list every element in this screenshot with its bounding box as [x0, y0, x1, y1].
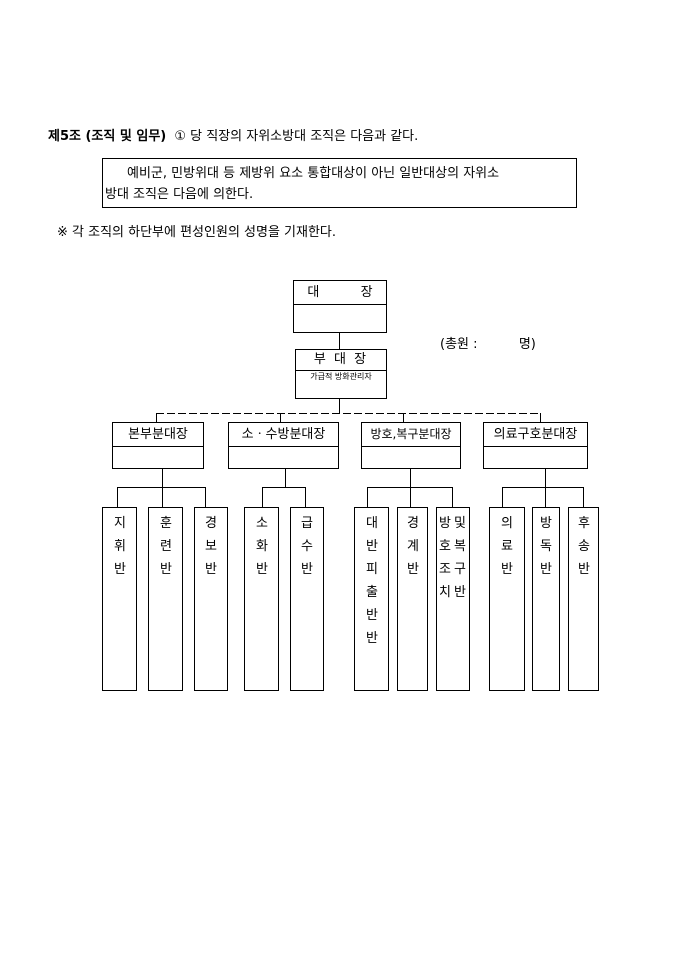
team-name-char: 독 [540, 539, 552, 554]
department-box: 의료구호분대장 [483, 422, 588, 469]
team-name-char: 치 [439, 585, 451, 600]
team-name-char: 송 [578, 539, 590, 554]
department-name: 소ㆍ수방분대장 [229, 423, 338, 447]
deputy-title: 부 대 장 [296, 350, 386, 371]
deputy-box: 부 대 장 가급적 방화관리자 [295, 349, 387, 399]
article-title: 제5조 (조직 및 임무) [48, 129, 167, 144]
team-name-char: 의 [501, 516, 513, 531]
team-name-char: 련 [160, 539, 172, 554]
team-name-char: 반 [160, 562, 172, 577]
team-name-char: 호 [439, 539, 451, 554]
team-name-char: 급 [301, 516, 313, 531]
team-name-char: 소 [256, 516, 268, 531]
chief-box: 대 장 [293, 280, 387, 333]
team-name-char: 훈 [160, 516, 172, 531]
team-name-char: 휘 [114, 539, 126, 554]
team-name-char: 반 [256, 562, 268, 577]
team-name-char: 출 [366, 585, 378, 600]
team-name-char: 반 [454, 585, 466, 600]
department-box: 본부분대장 [112, 422, 204, 469]
team-name-char: 구 [454, 562, 466, 577]
chief-title: 대 장 [294, 281, 386, 305]
team-name-char: 보 [205, 539, 217, 554]
team-name-char: 대 [366, 516, 378, 531]
notice-line-2: 방대 조직은 다음에 의한다. [105, 187, 254, 202]
team-name-char: 반 [540, 562, 552, 577]
team-name-char: 후 [578, 516, 590, 531]
team-name-char: 반 [366, 608, 378, 623]
team-name-char: 복 [454, 539, 466, 554]
team-name-char: 반 [366, 539, 378, 554]
notice-line-1: 예비군, 민방위대 등 제방위 요소 통합대상이 아닌 일반대상의 자위소 [127, 166, 500, 181]
team-name-char: 피 [366, 562, 378, 577]
team-name-char: 반 [407, 562, 419, 577]
team-name-char: 방 [439, 516, 451, 531]
team-name-char: 계 [407, 539, 419, 554]
team-name-char: 및 [454, 516, 466, 531]
team-name-char: 반 [578, 562, 590, 577]
team-name-char: 반 [205, 562, 217, 577]
deputy-subtitle: 가급적 방화관리자 [310, 372, 372, 381]
department-box: 방호,복구분대장 [361, 422, 461, 469]
department-box: 소ㆍ수방분대장 [228, 422, 339, 469]
team-name-char: 경 [407, 516, 419, 531]
article-heading: 제5조 (조직 및 임무) ① 당 직장의 자위소방대 조직은 다음과 같다. [48, 125, 418, 144]
team-name-char: 조 [439, 562, 451, 577]
team-name-char: 지 [114, 516, 126, 531]
department-name: 방호,복구분대장 [362, 423, 460, 447]
team-name-char: 반 [301, 562, 313, 577]
team-name-char: 반 [114, 562, 126, 577]
notice-box: 예비군, 민방위대 등 제방위 요소 통합대상이 아닌 일반대상의 자위소 방대… [102, 158, 577, 208]
total-members: (총원 : 명) [440, 337, 536, 352]
team-name-char: 반 [501, 562, 513, 577]
department-name: 의료구호분대장 [484, 423, 587, 447]
department-name: 본부분대장 [113, 423, 203, 447]
team-name-char: 반 [366, 631, 378, 646]
team-name-char: 수 [301, 539, 313, 554]
team-name-char: 방 [540, 516, 552, 531]
note: ※ 각 조직의 하단부에 편성인원의 성명을 기재한다. [57, 225, 337, 240]
team-name-char: 료 [501, 539, 513, 554]
article-text: ① 당 직장의 자위소방대 조직은 다음과 같다. [174, 129, 419, 144]
team-name-char: 경 [205, 516, 217, 531]
team-name-char: 화 [256, 539, 268, 554]
